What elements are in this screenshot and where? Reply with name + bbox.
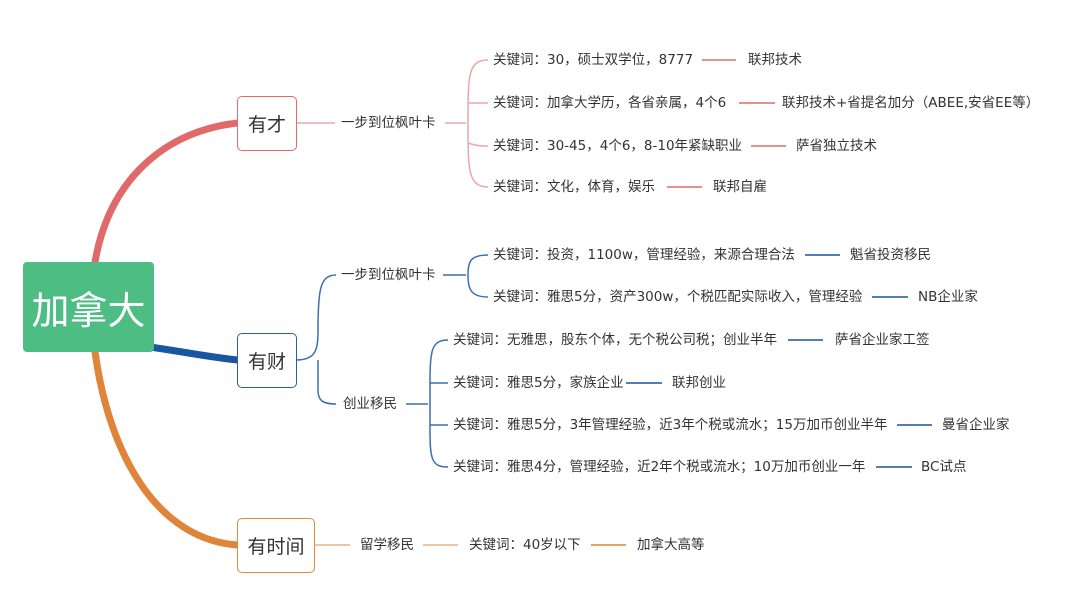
talent-item1-program: 联邦技术 xyxy=(748,52,802,68)
wealth-fork-line xyxy=(295,274,337,405)
wealth-g1-item2-keywords: 关键词：雅思5分，资产300w，个税匹配实际收入，管理经验 xyxy=(493,289,863,305)
wealth-group2-label: 创业移民 xyxy=(343,396,397,412)
talent-item3-program: 萨省独立技术 xyxy=(796,138,877,154)
wealth-g2-item3-keywords: 关键词：雅思5分，3年管理经验，近3年个税或流水；15万加币创业半年 xyxy=(453,417,888,433)
wealth-group1-label: 一步到位枫叶卡 xyxy=(341,267,436,283)
branch-line-time xyxy=(91,348,242,549)
wealth-g2-item3-program: 曼省企业家 xyxy=(942,417,1010,433)
wealth-group2-fork-line xyxy=(429,339,449,468)
time-group-label: 留学移民 xyxy=(360,537,414,553)
wealth-g2-item2-keywords: 关键词：雅思5分，家族企业 xyxy=(453,375,624,391)
wealth-g1-item1-keywords: 关键词：投资，1100w，管理经验，来源合理合法 xyxy=(493,247,795,263)
category-time: 有时间 xyxy=(237,518,315,573)
talent-item2-keywords: 关键词：加拿大学历，各省亲属，4个6 xyxy=(493,95,727,111)
wealth-g2-item4-keywords: 关键词：雅思4分，管理经验，近2年个税或流水；10万加币创业一年 xyxy=(453,459,866,475)
talent-item3-keywords: 关键词：30-45，4个6，8-10年紧缺职业 xyxy=(493,138,743,154)
wealth-g2-item2-program: 联邦创业 xyxy=(672,375,726,391)
wealth-g2-item4-program: BC试点 xyxy=(921,459,967,475)
wealth-g2-item1-program: 萨省企业家工签 xyxy=(835,332,930,348)
root-node: 加拿大 xyxy=(23,262,154,352)
category-talent: 有才 xyxy=(237,96,297,151)
category-wealth: 有财 xyxy=(237,333,297,388)
wealth-group1-fork-line xyxy=(467,254,489,298)
time-item1-keywords: 关键词：40岁以下 xyxy=(469,537,581,553)
wealth-g1-item2-program: NB企业家 xyxy=(918,289,978,305)
talent-item2-program: 联邦技术+省提名加分（ABEE,安省EE等） xyxy=(782,95,1040,111)
branch-line-wealth xyxy=(146,343,242,364)
wealth-g2-item1-keywords: 关键词：无雅思，股东个体，无个税公司税；创业半年 xyxy=(453,332,777,348)
wealth-g1-item1-program: 魁省投资移民 xyxy=(850,247,931,263)
talent-item1-keywords: 关键词：30，硕士双学位，8777 xyxy=(493,52,694,68)
talent-item4-program: 联邦自雇 xyxy=(713,179,767,195)
branch-line-talent xyxy=(91,119,242,266)
talent-fork-line xyxy=(467,59,489,188)
talent-group-label: 一步到位枫叶卡 xyxy=(341,115,436,131)
time-item1-program: 加拿大高等 xyxy=(637,537,705,553)
talent-item4-keywords: 关键词：文化，体育，娱乐 xyxy=(493,179,655,195)
